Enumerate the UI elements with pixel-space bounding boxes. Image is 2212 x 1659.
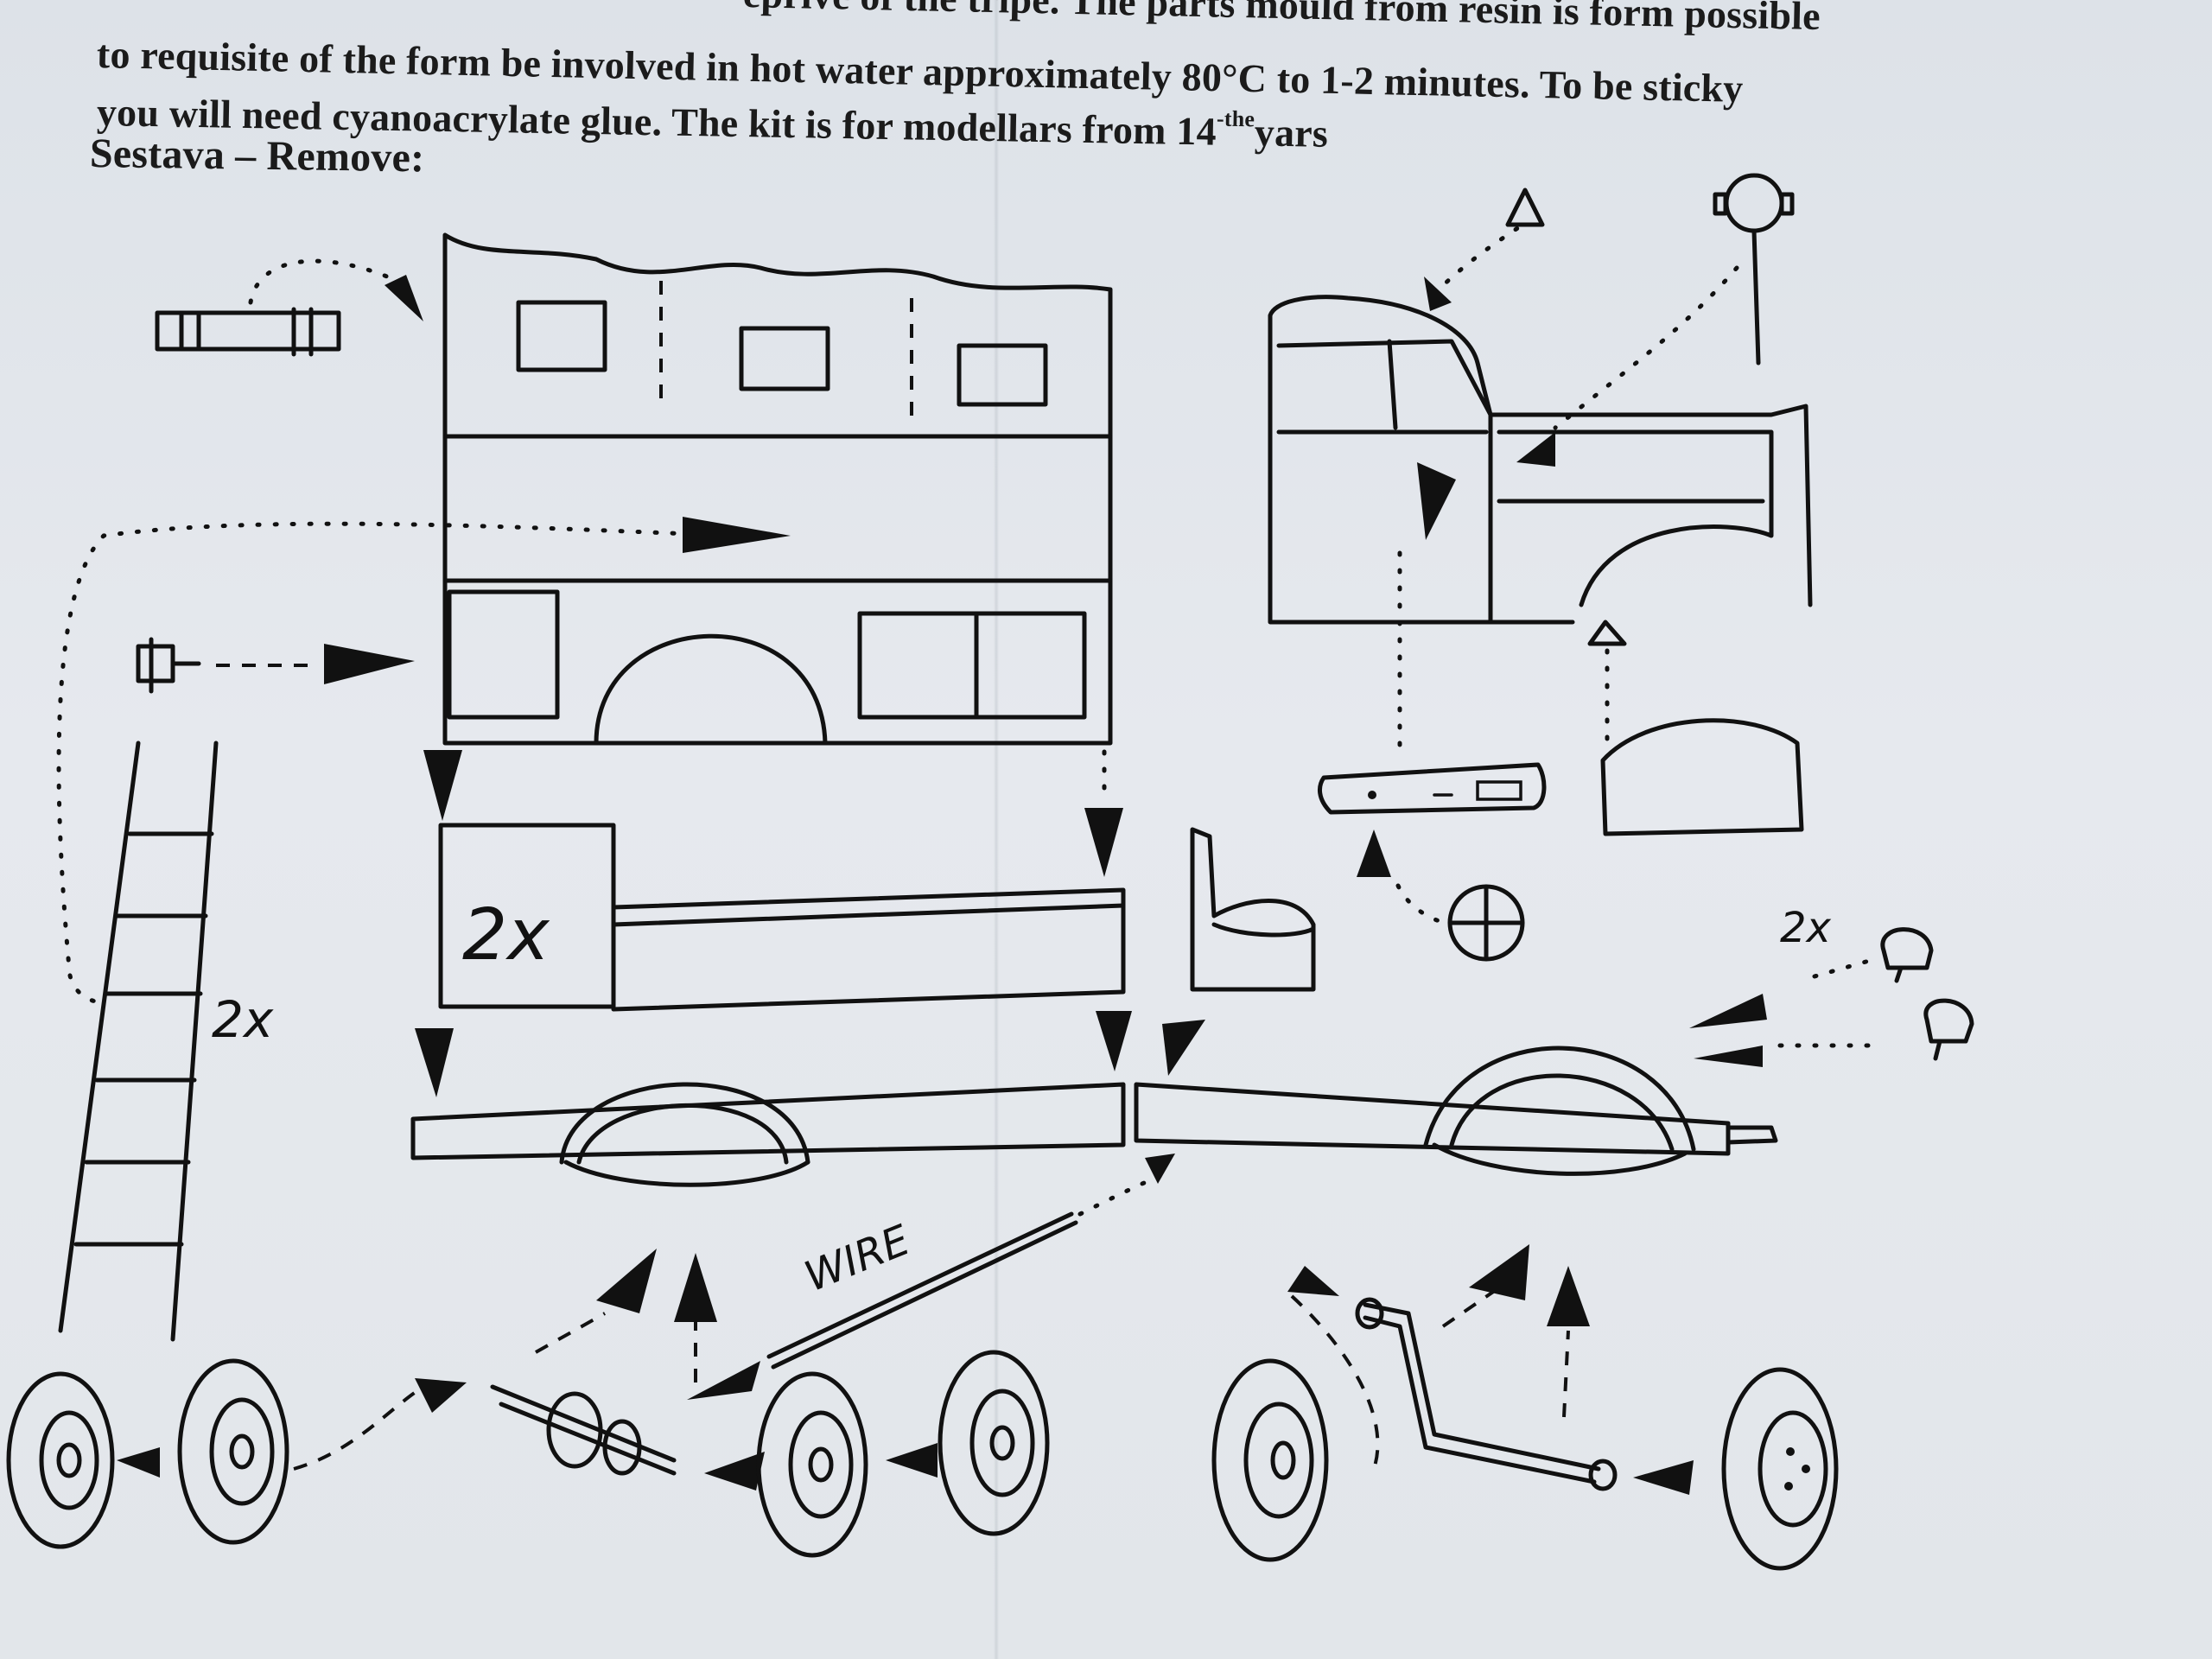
rear-axle-arrow-2: [1469, 1244, 1529, 1300]
rear-wheel-arrow: [1633, 1460, 1694, 1495]
front-axle-part: [490, 1384, 677, 1476]
chassis-arrow-2: [1096, 1011, 1132, 1071]
headlight-part-2: [1923, 998, 1974, 1061]
box-quantity: 2x: [462, 894, 550, 976]
body-down-arrow-left: [423, 750, 462, 821]
headlight-guide-1: [1812, 957, 1878, 979]
ladder-part: [58, 741, 219, 1342]
rear-axle-part: [1355, 1297, 1618, 1491]
front-axle-arrow-2: [674, 1253, 717, 1322]
wheel-front-right-inner: [756, 1371, 868, 1558]
wheel-rear-left: [1211, 1358, 1329, 1562]
wire-dotted-guide: [1077, 1173, 1165, 1217]
chassis-arrow-1: [415, 1028, 454, 1097]
cab-door-arrow: [1417, 462, 1456, 540]
wire-part: [766, 1211, 1074, 1359]
dashboard-part: [1318, 762, 1547, 815]
rear-axle-dashed-guide-3: [1562, 1330, 1570, 1418]
front-axle-dashed-guide: [535, 1312, 606, 1354]
mirror-dotted-guide: [1553, 265, 1739, 430]
ladder-quantity: 2x: [212, 990, 274, 1049]
dashboard-arrow: [1357, 830, 1391, 877]
rear-axle-arrow-3: [1547, 1266, 1590, 1326]
lights-quantity: 2x: [1780, 904, 1832, 952]
body-side-panel: [442, 232, 1113, 746]
roller-part: [155, 307, 341, 357]
roller-arrow: [385, 275, 423, 321]
seat-part: [1190, 827, 1316, 992]
wheel-front-right-outer: [938, 1350, 1050, 1536]
front-wheel-arrow: [704, 1452, 765, 1491]
warning-triangle-part: [1505, 188, 1545, 227]
panel-arrow: [683, 517, 791, 553]
cab-part: [1268, 295, 1813, 625]
fender-arrow: [1587, 620, 1627, 646]
paper-fold-line: [994, 0, 999, 1659]
mirror-part: [1713, 173, 1795, 365]
wire-arrow: [1145, 1154, 1175, 1184]
lamp-part: [136, 637, 201, 694]
headlight-part-1: [1880, 927, 1934, 983]
rear-axle-arrow-1: [1287, 1266, 1339, 1296]
chassis-arrow-3: [1162, 1020, 1205, 1076]
headlight-arrow-1: [1689, 994, 1767, 1028]
cab-top-dotted-guide: [1432, 218, 1532, 296]
body-down-arrow-right: [1084, 808, 1123, 877]
lamp-arrow: [324, 644, 415, 684]
wheel-front-left-inner: [177, 1358, 289, 1545]
wheel-rear-right: [1721, 1367, 1839, 1571]
wire-label: WIRE: [798, 1216, 918, 1301]
front-axle-arrow-1: [596, 1249, 657, 1313]
cab-top-arrow: [1424, 276, 1452, 311]
wire-attach-arrow: [687, 1361, 760, 1400]
box-side-part: [438, 823, 1126, 1012]
steering-wheel-part: [1447, 884, 1525, 962]
wheel-arrow-left: [117, 1447, 160, 1478]
rear-axle-dashed-guide: [1290, 1294, 1380, 1470]
headlight-arrow-2: [1694, 1046, 1763, 1067]
wheel-cap-dotted-guide: [1395, 883, 1454, 927]
chassis-frame: [410, 1046, 1778, 1187]
fender-cover-part: [1600, 718, 1804, 836]
front-wheel-arrow-2: [415, 1378, 467, 1413]
wheel-front-left-outer: [6, 1371, 115, 1549]
wheel-arrow-right: [886, 1443, 938, 1478]
front-wheel-dashed-guide: [293, 1385, 425, 1471]
mirror-arrow: [1516, 432, 1555, 467]
roller-dotted-guide: [248, 258, 409, 305]
body-to-ladder-dotted-guide: [56, 521, 694, 1005]
